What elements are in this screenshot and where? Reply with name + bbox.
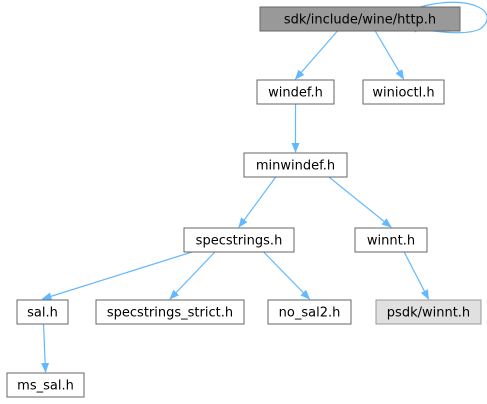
node-label: specstrings.h xyxy=(196,234,283,249)
node-label: psdk/winnt.h xyxy=(387,306,470,321)
node-minwindef[interactable]: minwindef.h xyxy=(243,152,348,178)
node-box xyxy=(259,6,461,32)
node-box xyxy=(354,227,428,253)
edge-specstrings-to-no_sal2 xyxy=(263,251,311,300)
node-box xyxy=(375,299,482,325)
node-sal[interactable]: sal.h xyxy=(16,299,69,325)
node-label: winnt.h xyxy=(367,234,415,249)
node-label: sdk/include/wine/http.h xyxy=(284,13,436,28)
node-box xyxy=(267,299,352,325)
node-specstrings[interactable]: specstrings.h xyxy=(183,227,295,253)
node-box xyxy=(256,79,335,105)
node-box xyxy=(6,372,85,398)
node-winnt[interactable]: winnt.h xyxy=(354,227,428,253)
edge-specstrings-to-sal xyxy=(41,251,193,301)
node-http[interactable]: sdk/include/wine/http.h xyxy=(259,6,461,32)
edge-http-to-windef xyxy=(294,30,338,80)
node-box xyxy=(16,299,69,325)
node-box xyxy=(243,152,348,178)
edge-sal-to-ms_sal xyxy=(41,323,50,373)
edge-minwindef-to-winnt xyxy=(328,176,392,228)
node-label: windef.h xyxy=(268,86,323,101)
node-label: winioctl.h xyxy=(372,86,434,101)
edge-winnt-to-psdk_winnt xyxy=(403,251,430,300)
node-label: no_sal2.h xyxy=(279,306,341,321)
edge-minwindef-to-specstrings xyxy=(238,176,277,228)
node-box xyxy=(95,299,245,325)
node-winioctl[interactable]: winioctl.h xyxy=(362,79,445,105)
edge-http-to-http xyxy=(407,1,487,34)
edge-http-to-winioctl xyxy=(374,30,405,80)
node-box xyxy=(362,79,445,105)
node-no-sal2[interactable]: no_sal2.h xyxy=(267,299,352,325)
edge-specstrings-to-specstrings_strict xyxy=(169,251,216,300)
node-label: minwindef.h xyxy=(256,159,335,174)
node-psdk-winnt[interactable]: psdk/winnt.h xyxy=(375,299,482,325)
node-label: sal.h xyxy=(27,306,58,321)
node-label: ms_sal.h xyxy=(17,379,74,394)
node-windef[interactable]: windef.h xyxy=(256,79,335,105)
node-label: specstrings_strict.h xyxy=(107,306,233,321)
node-ms-sal[interactable]: ms_sal.h xyxy=(6,372,85,398)
node-specstrings-strict[interactable]: specstrings_strict.h xyxy=(95,299,245,325)
node-box xyxy=(183,227,295,253)
